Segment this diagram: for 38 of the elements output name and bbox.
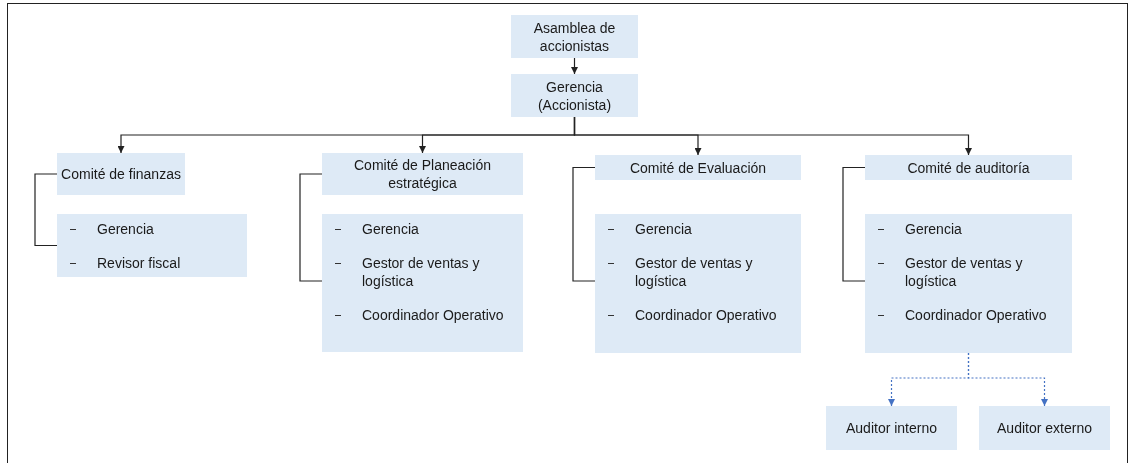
list-item: Gerencia: [97, 221, 154, 237]
list-item: Coordinador Operativo: [905, 307, 1047, 323]
org-box: [865, 155, 1072, 180]
connector-line: [842, 166, 866, 282]
list-item: Revisor fiscal: [97, 255, 181, 271]
org-box: [57, 153, 185, 195]
org-box: [826, 406, 957, 450]
org-box: [979, 406, 1110, 450]
list-item: Gestor de ventas y logística: [362, 255, 480, 289]
box-label: Auditor externo: [997, 419, 1092, 437]
box-label: Comité de Planeación estratégica: [353, 156, 492, 192]
org-box: [511, 74, 638, 117]
list-item: Gestor de ventas y logística: [635, 255, 753, 289]
connector-line: [34, 173, 58, 247]
list-box: [865, 214, 1072, 353]
org-box: [322, 153, 523, 195]
box-label: Comité de auditoría: [907, 158, 1030, 177]
connector-line: [299, 173, 323, 282]
box-label: Asamblea de accionistas: [532, 18, 617, 55]
arrow: [571, 57, 578, 75]
list-item: Gerencia: [905, 221, 962, 237]
list-box: [322, 214, 523, 352]
connector-line: [572, 166, 596, 282]
arrow: [967, 352, 1048, 407]
arrow: [573, 116, 972, 156]
list-item: Gestor de ventas y logística: [905, 255, 1023, 289]
list-box: [595, 214, 801, 353]
list-item: Coordinador Operativo: [635, 307, 777, 323]
box-label: Comité de Evaluación: [629, 158, 767, 177]
box-label: Comité de finanzas: [61, 165, 181, 183]
list-item: Gerencia: [362, 221, 419, 237]
list-item: Coordinador Operativo: [362, 307, 504, 323]
list-item: Gerencia: [635, 221, 692, 237]
box-label: Gerencia (Accionista): [536, 77, 613, 114]
org-box: [595, 155, 801, 180]
org-box: [511, 15, 638, 58]
list-box: [57, 214, 247, 277]
box-label: Auditor interno: [845, 419, 938, 437]
